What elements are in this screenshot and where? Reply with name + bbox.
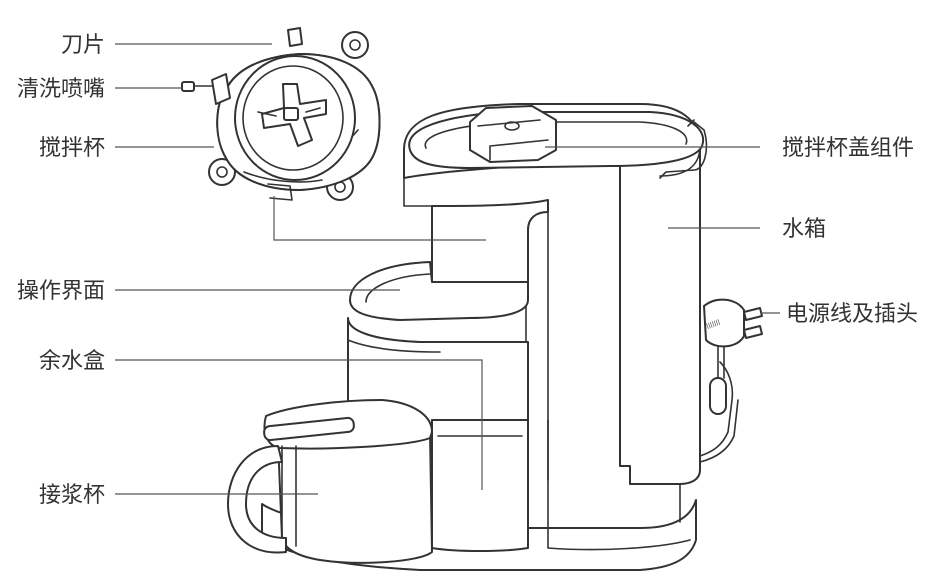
jar-ear-top-right — [341, 31, 369, 59]
label-control-panel: 操作界面 — [17, 279, 105, 304]
label-power-cord-plug: 电源线及插头 — [786, 302, 918, 327]
cleaning-nozzle-body — [211, 73, 231, 105]
leader-lines — [115, 43, 780, 495]
label-blending-jar: 搅拌杯 — [39, 136, 105, 161]
blending-jar-illustration — [181, 27, 381, 201]
milk-cup-body — [277, 431, 433, 564]
blade-hub — [283, 107, 299, 121]
blade-cap — [287, 27, 303, 47]
label-milk-cup: 接浆杯 — [39, 483, 105, 508]
cord-clip — [709, 377, 727, 415]
leader-jar-to-base — [273, 196, 486, 241]
residue-water-box — [431, 419, 529, 552]
lid-release-button — [504, 121, 520, 131]
part-labels: 刀片 清洗喷嘴 搅拌杯 搅拌杯盖组件 水箱 操作界面 电源线及插头 余水盒 接浆… — [17, 33, 918, 508]
jar-lid-handle — [469, 105, 557, 163]
cleaning-nozzle-tip — [181, 81, 195, 92]
label-jar-lid-assembly: 搅拌杯盖组件 — [782, 136, 914, 161]
leader-residue-box — [115, 359, 483, 490]
milk-cup-spout — [263, 416, 355, 442]
label-residue-water-box: 余水盒 — [39, 349, 105, 374]
jar-ear-bottom-left — [208, 158, 236, 186]
label-water-tank: 水箱 — [782, 217, 826, 242]
pedestal-neck — [431, 199, 549, 283]
main-unit-illustration: ||||||| — [227, 103, 763, 571]
milk-cup-handle — [227, 445, 287, 554]
power-cord — [699, 361, 734, 457]
svg-text:|||||||: ||||||| — [705, 318, 721, 329]
control-panel-dome — [349, 261, 529, 321]
label-cleaning-nozzle: 清洗喷嘴 — [17, 77, 105, 102]
label-blade: 刀片 — [61, 33, 105, 58]
power-plug: ||||||| — [703, 298, 763, 348]
